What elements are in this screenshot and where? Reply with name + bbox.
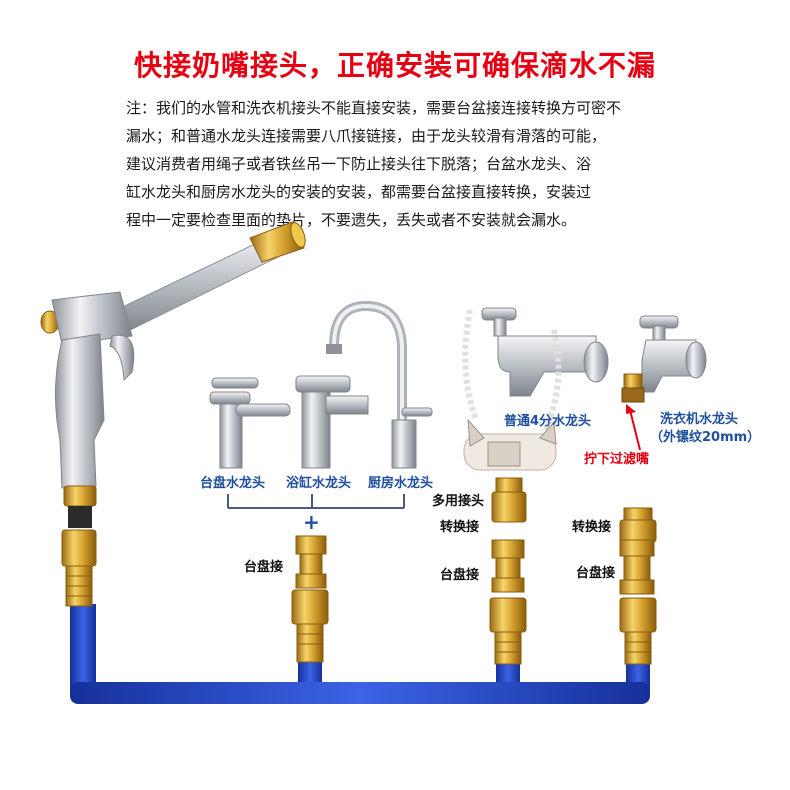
- normal-faucet-label: 普通4分水龙头: [504, 414, 592, 429]
- converter-fitting-2: [619, 507, 657, 543]
- basin-fitting-3: [619, 539, 655, 595]
- normal-faucet: [481, 307, 609, 397]
- converter-1-label: 转换接: [440, 520, 480, 535]
- basin-fitting-2: [491, 539, 525, 593]
- multi-fitting-label: 多用接头: [432, 494, 485, 509]
- note-line: 程中一定要检查里面的垫片，不要遗失，丢失或者不安装就会漏水。: [126, 211, 577, 229]
- basin-faucet: [209, 377, 291, 469]
- washer-faucet-spec: （外镙纹20mm）: [650, 430, 761, 445]
- kitchen-faucet: [326, 300, 433, 469]
- filter-note-label: 拧下过滤嘴: [584, 452, 650, 467]
- converter-2-label: 转换接: [572, 520, 612, 535]
- blue-hose: [70, 604, 650, 704]
- basin-fitting-2-label: 台盘接: [440, 568, 480, 583]
- basin-fitting-1: [295, 535, 327, 589]
- converter-fitting-1: [491, 477, 527, 523]
- kitchen-faucet-label: 厨房水龙头: [368, 476, 434, 491]
- page-title: 快接奶嘴接头，正确安装可确保滴水不漏: [133, 49, 656, 82]
- basin-fitting-1-label: 台盘接: [244, 560, 284, 575]
- plus-icon: +: [303, 510, 320, 534]
- note-line: 缸水龙头和厨房水龙头的安装的安装，都需要台盆接直接转换，安装过: [126, 183, 592, 201]
- bathtub-faucet-label: 浴缸水龙头: [286, 476, 352, 491]
- filter-arrow-icon: [626, 404, 641, 451]
- basin-faucet-label: 台盘水龙头: [200, 476, 266, 491]
- installation-note: 注：我们的水管和洗衣机接头不能直接安装，需要台盆接连接转换方可密不 漏水；和普通…: [126, 94, 741, 234]
- spray-gun: [40, 221, 306, 528]
- note-line: 建议消费者用绳子或者铁丝吊一下防止接头往下脱落；台盆水龙头、浴: [126, 155, 592, 173]
- faucet-bracket: [227, 494, 405, 509]
- note-line: 漏水；和普通水龙头连接需要八爪接链接，由于龙头较滑有滑落的可能，: [126, 127, 607, 145]
- note-line: 注：我们的水管和洗衣机接头不能直接安装，需要台盆接连接转换方可密不: [126, 99, 622, 117]
- bathtub-faucet: [295, 375, 369, 469]
- hose-couplers: [61, 529, 657, 665]
- multi-fitting: [462, 309, 562, 471]
- washer-faucet-label: 洗衣机水龙头: [660, 412, 739, 427]
- washer-faucet: [621, 315, 707, 403]
- basin-fitting-3-label: 台盘接: [576, 566, 616, 581]
